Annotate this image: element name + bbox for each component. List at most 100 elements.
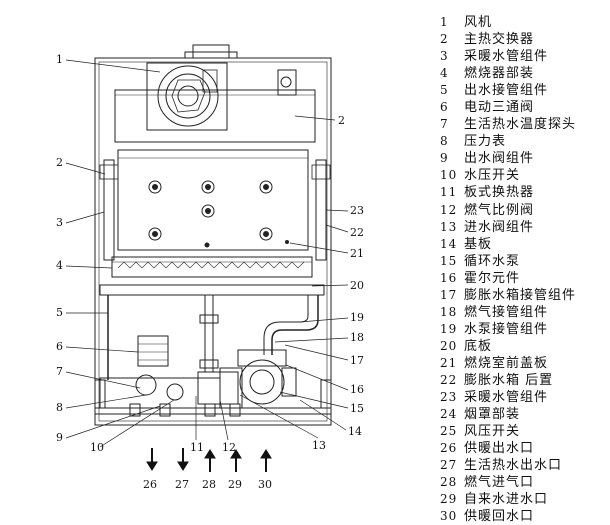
flow-label-28: 28: [202, 478, 216, 491]
legend-label: 燃气接管组件: [464, 304, 549, 320]
flow-labels: 26 27 28 29 30: [143, 478, 272, 491]
internal-pipes: [107, 295, 219, 380]
legend-number: 13: [440, 219, 458, 234]
callout-2-upper: 2: [338, 114, 345, 127]
legend-number: 29: [440, 492, 458, 507]
legend-item: 8 压力表: [440, 133, 610, 150]
legend-number: 15: [440, 253, 458, 268]
boiler-diagram: 1 2 2 3 4 5 6 7 8 9 10 11 12 13 14 15 16…: [56, 44, 364, 491]
flow-label-26: 26: [143, 478, 157, 491]
legend-number: 21: [440, 355, 458, 370]
legend-number: 23: [440, 390, 458, 405]
callout-3: 3: [56, 216, 63, 229]
legend-label: 燃气比例阀: [464, 202, 535, 218]
legend-number: 30: [440, 509, 458, 524]
heating-pipes: [99, 159, 331, 261]
legend-label: 基板: [464, 236, 493, 252]
callout-5: 5: [56, 306, 63, 319]
burner-assembly: [111, 256, 313, 278]
legend-label: 采暖水管组件: [464, 49, 549, 65]
legend-label: 板式换热器: [464, 185, 535, 201]
fan-assembly: [146, 62, 228, 131]
callout-8: 8: [56, 401, 63, 414]
legend-number: 24: [440, 407, 458, 422]
callout-labels: 1 2 2 3 4 5 6 7 8 9 10 11 12 13 14 15 16…: [56, 53, 364, 454]
callout-21: 21: [350, 247, 364, 260]
legend-number: 25: [440, 424, 458, 439]
combustion-chamber: [117, 149, 309, 251]
legend-number: 12: [440, 202, 458, 217]
legend-item: 1 风机: [440, 14, 610, 31]
legend-number: 20: [440, 338, 458, 353]
smoke-hood: [114, 69, 316, 143]
callout-10: 10: [90, 441, 104, 454]
legend-number: 7: [440, 117, 449, 132]
flow-label-29: 29: [228, 478, 242, 491]
legend-label: 生活热水温度探头: [464, 117, 577, 133]
callout-23: 23: [350, 204, 364, 217]
legend-item: 11 板式换热器: [440, 184, 610, 201]
callout-15: 15: [350, 402, 364, 415]
legend-number: 11: [440, 185, 458, 200]
callout-20: 20: [350, 279, 364, 292]
callout-7: 7: [56, 365, 63, 378]
callout-14: 14: [348, 425, 362, 438]
legend-item: 10 水压开关: [440, 167, 610, 184]
legend-label: 生活热水出水口: [464, 458, 563, 474]
flow-arrows: [146, 448, 272, 472]
legend-item: 7 生活热水温度探头: [440, 116, 610, 133]
legend-number: 22: [440, 372, 458, 387]
legend-number: 5: [440, 83, 449, 98]
callout-1: 1: [56, 53, 63, 66]
legend-number: 3: [440, 49, 449, 64]
valve-cluster: [99, 367, 243, 417]
legend-item: 20 底板: [440, 338, 610, 355]
legend-number: 17: [440, 287, 458, 302]
legend-label: 水压开关: [464, 168, 521, 184]
callout-19: 19: [350, 311, 364, 324]
legend-item: 13 进水阀组件: [440, 219, 610, 236]
legend-number: 9: [440, 151, 449, 166]
legend-number: 6: [440, 100, 449, 115]
callout-9: 9: [56, 431, 63, 444]
callout-6: 6: [56, 340, 63, 353]
legend-label: 燃气进气口: [464, 475, 535, 491]
legend-label: 风机: [464, 15, 493, 30]
flow-label-30: 30: [258, 478, 272, 491]
circulation-pump: [237, 349, 297, 405]
legend-label: 霍尔元件: [464, 270, 521, 286]
callout-22: 22: [350, 226, 364, 239]
legend-item: 22 膨胀水箱 后置: [440, 372, 610, 389]
legend-label: 膨胀水箱 后置: [464, 372, 554, 388]
legend-label: 压力表: [464, 134, 507, 150]
legend-label: 供暖出水口: [464, 441, 535, 457]
legend-item: 25 风压开关: [440, 423, 610, 440]
legend-label: 风压开关: [464, 424, 521, 440]
legend-number: 10: [440, 168, 458, 183]
callout-12: 12: [222, 441, 236, 454]
legend-number: 8: [440, 134, 449, 149]
callout-18: 18: [350, 331, 364, 344]
callout-17: 17: [350, 354, 364, 367]
callout-4: 4: [56, 259, 63, 272]
legend-number: 1: [440, 15, 449, 29]
expansion-pipe: [263, 295, 319, 355]
legend-item: 3 采暖水管组件: [440, 48, 610, 65]
callout-2-lower: 2: [56, 156, 63, 169]
legend-label: 底板: [464, 338, 493, 354]
legend-label: 进水阀组件: [464, 219, 535, 235]
legend-label: 燃烧室前盖板: [464, 355, 549, 371]
legend-label: 电动三通阀: [464, 100, 535, 116]
